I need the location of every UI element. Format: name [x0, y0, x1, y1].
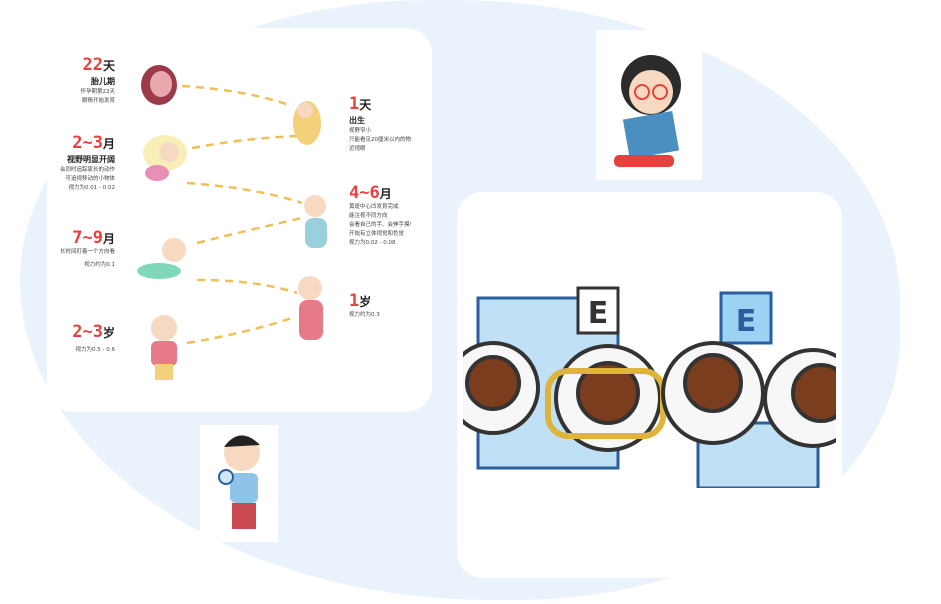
stage-7-9-months: 7~9月长时间盯着一个方向看视力约为0.1: [60, 228, 115, 270]
eye-chart-letter: E: [736, 304, 757, 339]
stage-line: 可追视移动的小物体: [65, 176, 115, 182]
stage-line: 眼睛开始发育: [81, 98, 115, 104]
stage-number: 2~3: [72, 133, 103, 153]
stage-2-3-years: 2~3岁视力为0.5 - 0.6: [72, 322, 115, 355]
stage-line: 近视眼: [349, 146, 366, 152]
stage-number: 4~6: [349, 183, 380, 203]
stage-line: 视力为0.5 - 0.6: [75, 347, 115, 353]
stage-line: 视力为0.01 - 0.02: [68, 185, 115, 191]
stage-unit: 月: [102, 137, 115, 151]
stage-2-3-months: 2~3月视野明显开阔会同时追踪家长的动作可追视移动的小物体视力为0.01 - 0…: [60, 133, 115, 193]
toddler-icon: [298, 276, 323, 340]
timeline-card: [47, 28, 432, 412]
stage-title: 视野明显开阔: [67, 155, 115, 164]
child-icon: [151, 315, 177, 380]
timeline-dashes: [137, 65, 327, 380]
stage-number: 1: [349, 291, 360, 311]
newborn-icon: [293, 101, 321, 145]
stage-unit: 月: [102, 232, 115, 246]
stage-line: 黄斑中心凹发育完成: [349, 204, 399, 210]
stage-1-day: 1天出生视野窄小只能看见20厘米以内的物近视眼: [349, 94, 429, 154]
eye-chart-letter: E: [588, 296, 609, 331]
girl-reading-illustration: [596, 30, 702, 180]
stage-line: 视力约为0.3: [349, 312, 380, 318]
stage-unit: 岁: [359, 295, 372, 309]
stage-line: 会同时追踪家长的动作: [59, 167, 115, 173]
stage-unit: 天: [102, 59, 115, 73]
stage-number: 7~9: [72, 228, 103, 248]
sitting-baby-icon: [304, 195, 327, 248]
stage-title: 出生: [349, 116, 365, 125]
stage-line: 长时间盯着一个方向看: [59, 249, 115, 255]
stage-line: 怀孕期第22天: [80, 89, 116, 95]
stage-line: 只能看见20厘米以内的物: [349, 137, 411, 143]
crawling-baby-icon: [137, 238, 186, 279]
stage-title: 胎儿期: [91, 77, 115, 86]
stage-line: 开始有立体视觉和色觉: [349, 231, 405, 237]
boy-magnifier-illustration: [200, 425, 278, 542]
lying-baby-icon: [143, 135, 187, 181]
stage-line: 会看自己的手、会伸手摸!: [349, 222, 412, 228]
stage-22-days: 22天胎儿期怀孕期第22天眼睛开始发育: [81, 55, 116, 106]
stage-4-6-months: 4~6月黄斑中心凹发育完成能注视不同方向会看自己的手、会伸手摸! 开始有立体视觉和…: [349, 183, 429, 248]
stage-number: 1: [349, 94, 360, 114]
stage-line: 视力约为0.1: [84, 262, 115, 268]
stage-line: 视力为0.02 - 0.08: [349, 240, 396, 246]
stage-line: 能注视不同方向: [349, 213, 388, 219]
stage-unit: 月: [379, 187, 392, 201]
fetus-icon: [141, 65, 177, 105]
stage-number: 2~3: [72, 322, 103, 342]
stage-line: 视野窄小: [349, 128, 372, 134]
cartoon-eyeballs-illustration: E E: [463, 283, 836, 488]
stage-number: 22: [82, 55, 103, 75]
stage-unit: 岁: [102, 326, 115, 340]
stage-unit: 天: [359, 98, 372, 112]
stage-1-year: 1岁视力约为0.3: [349, 291, 380, 320]
